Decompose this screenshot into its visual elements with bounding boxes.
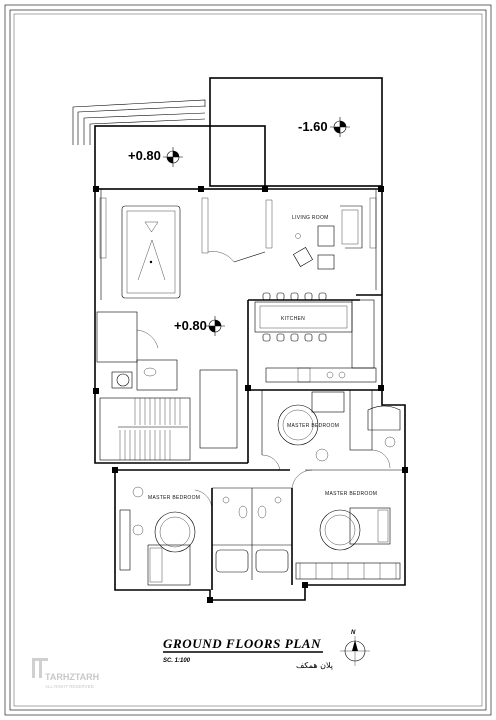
billiard-table [121,205,181,299]
level-marker-yard [330,117,350,137]
master-bedroom-right [291,469,401,580]
watermark-brand: TARHZTARH [45,672,99,682]
title-block: GROUND FLOORS PLAN SC. 1:100 پلان همکف [163,636,333,670]
drawing-frame [4,4,492,716]
level-label-hall: +0.80 [174,318,207,333]
level-marker-terrace [163,147,183,167]
master-bedroom-top [261,389,373,471]
north-arrow: N [340,630,370,666]
room-label-master-right: MASTER BEDROOM [325,491,377,497]
north-label: N [351,630,356,636]
columns [93,186,408,603]
level-label-terrace: +0.80 [128,148,161,163]
level-marker-hall [205,316,225,336]
room-label-master-top: MASTER BEDROOM [287,423,339,429]
sunken-yard [209,77,383,187]
staircase [96,311,191,461]
hall-void [199,369,238,449]
brand-watermark: TARHZTARH ALL RIGHT RESERVED [32,658,99,689]
living-room-furniture [293,205,363,270]
watermark-rights: ALL RIGHT RESERVED [45,684,95,689]
level-label-yard: -1.60 [298,119,328,134]
bathroom-east [367,405,401,469]
entrance-steps [72,99,206,145]
plan-title: GROUND FLOORS PLAN [163,636,321,651]
room-label-living: LIVING ROOM [292,215,329,221]
kitchen-island [254,292,377,383]
room-label-kitchen: KITCHEN [281,316,305,322]
openings [99,197,377,263]
plan-scale: SC. 1:100 [163,658,191,664]
central-bathrooms [215,496,289,573]
plan-subtitle-fa: پلان همکف [296,661,333,670]
room-label-master-left: MASTER BEDROOM [148,495,200,501]
master-bedroom-left [119,486,213,586]
entrance-terrace [94,125,266,190]
